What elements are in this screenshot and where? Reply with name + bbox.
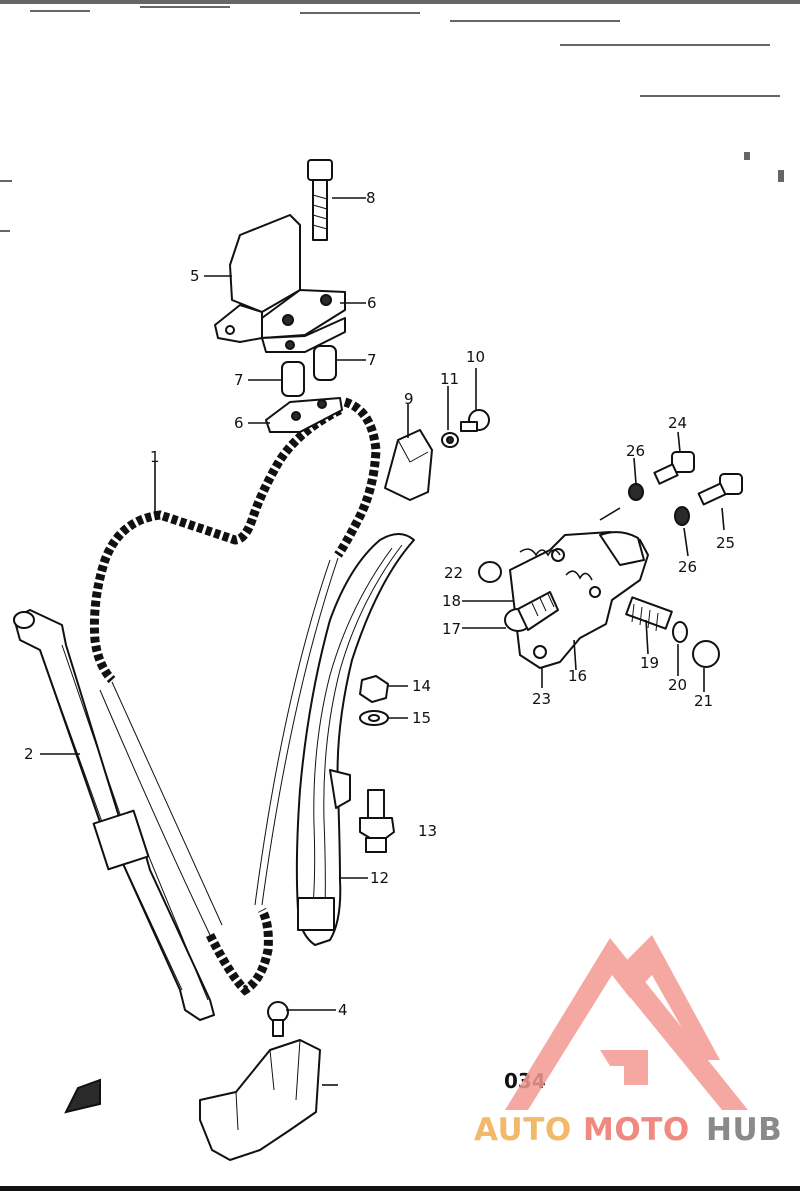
upper-chain-guide-assembly (214, 159, 346, 433)
callout-13: 13 (418, 822, 437, 840)
chain-tensioner-blade (295, 533, 415, 946)
callout-25: 25 (716, 534, 735, 552)
lower-chain-guide (199, 1001, 321, 1161)
watermark-auto: AUTO (474, 1112, 572, 1148)
callout-2: 2 (24, 745, 34, 763)
callout-24: 24 (668, 414, 687, 432)
callout-12: 12 (370, 869, 389, 887)
callout-10: 10 (466, 348, 485, 366)
callout-1: 1 (150, 448, 160, 466)
watermark-moto: MOTO (583, 1112, 690, 1148)
timing-chain (89, 397, 381, 996)
callout-6-lower: 6 (234, 414, 244, 432)
callout-8: 8 (366, 189, 376, 207)
washer-and-bolt (441, 409, 490, 448)
callout-6-upper: 6 (367, 294, 377, 312)
callout-7-left: 7 (234, 371, 244, 389)
callout-15: 15 (412, 709, 431, 727)
scan-noise (0, 0, 800, 232)
callout-17: 17 (442, 620, 461, 638)
watermark-triangle-icon (505, 938, 748, 1110)
callout-14: 14 (412, 677, 431, 695)
watermark-hub: HUB (706, 1112, 782, 1148)
callout-19: 19 (640, 654, 659, 672)
callout-20: 20 (668, 676, 687, 694)
callout-21: 21 (694, 692, 713, 710)
watermark-logo (505, 935, 748, 1110)
callout-23: 23 (532, 690, 551, 708)
nut-washer-stud (359, 675, 395, 853)
callout-11: 11 (440, 370, 459, 388)
leader-lines (40, 197, 725, 1086)
chain-guide-rail (13, 609, 215, 1021)
callout-5: 5 (190, 267, 200, 285)
callout-26-upper: 26 (626, 442, 645, 460)
chain-tensioner-assembly (478, 451, 743, 669)
watermark-brand-text: AUTO MOTO HUB (474, 1112, 782, 1148)
bottom-border (0, 1186, 800, 1191)
callout-9: 9 (404, 390, 414, 408)
front-arrow-marker (64, 1078, 101, 1114)
callout-22: 22 (444, 564, 463, 582)
callout-16: 16 (568, 667, 587, 685)
callout-labels: 8 5 6 7 7 6 1 9 11 10 2 4 12 13 14 15 24… (24, 189, 735, 1019)
callout-26-lower: 26 (678, 558, 697, 576)
callout-7-right: 7 (367, 351, 377, 369)
callout-18: 18 (442, 592, 461, 610)
chain-guide-pad (384, 429, 433, 501)
callout-4: 4 (338, 1001, 348, 1019)
